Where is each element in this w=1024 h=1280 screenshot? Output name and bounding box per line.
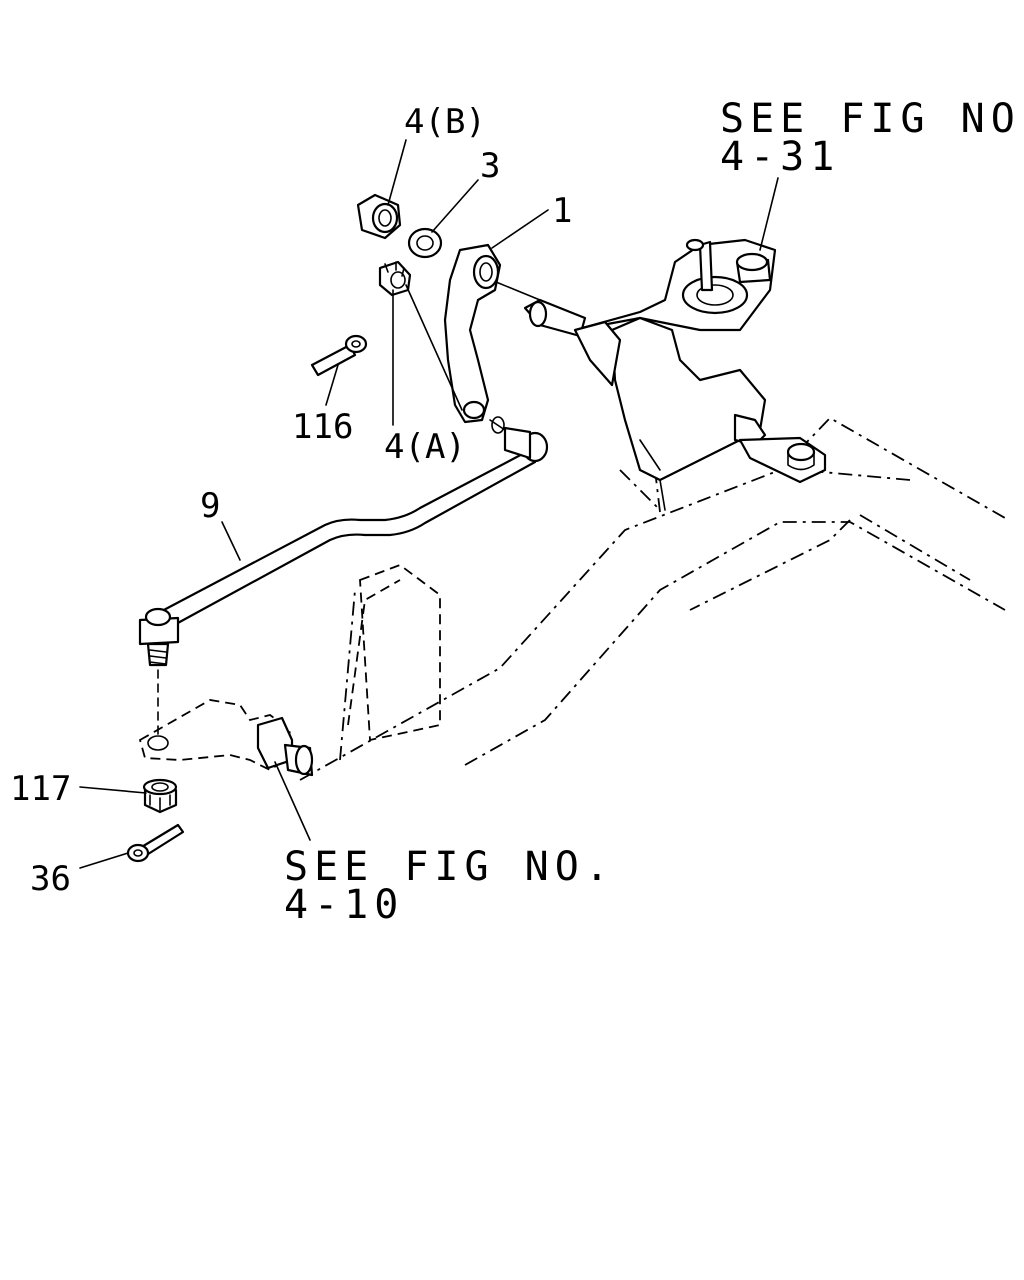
- part-callouts: 4(B) 3 1 116 4(A) 9 117 36: [10, 102, 572, 899]
- castle-nut-117: [142, 778, 178, 814]
- cotter-pin-36: [126, 823, 185, 863]
- callout-9: 9: [200, 486, 220, 526]
- callout-116: 116: [292, 407, 353, 447]
- callout-36: 36: [30, 859, 71, 899]
- callout-1: 1: [552, 191, 572, 231]
- pitman-arm: [443, 243, 541, 424]
- see-fig-top-line2: 4-31: [720, 134, 840, 180]
- callout-4a: 4(A): [384, 427, 466, 467]
- callout-3: 3: [480, 146, 500, 186]
- see-fig-bottom-line1: SEE FIG NO.: [284, 844, 615, 890]
- figure-references: SEE FIG NO. 4-31 SEE FIG NO. 4-10: [284, 96, 1024, 928]
- drag-link: [158, 416, 549, 632]
- see-fig-top-line1: SEE FIG NO.: [720, 96, 1024, 142]
- nut-4b: [356, 193, 402, 240]
- steering-gearbox: [523, 238, 827, 511]
- washer-3: [407, 227, 443, 259]
- knuckle-arm: [138, 699, 314, 777]
- castle-nut-4a: [378, 260, 463, 411]
- callout-117: 117: [10, 769, 71, 809]
- see-fig-bottom-line2: 4-10: [284, 882, 404, 928]
- drag-link-ball-stud: [138, 607, 180, 741]
- cotter-pin-116: [310, 334, 368, 377]
- leader-lines: [79, 139, 779, 869]
- callout-4b: 4(B): [404, 102, 486, 142]
